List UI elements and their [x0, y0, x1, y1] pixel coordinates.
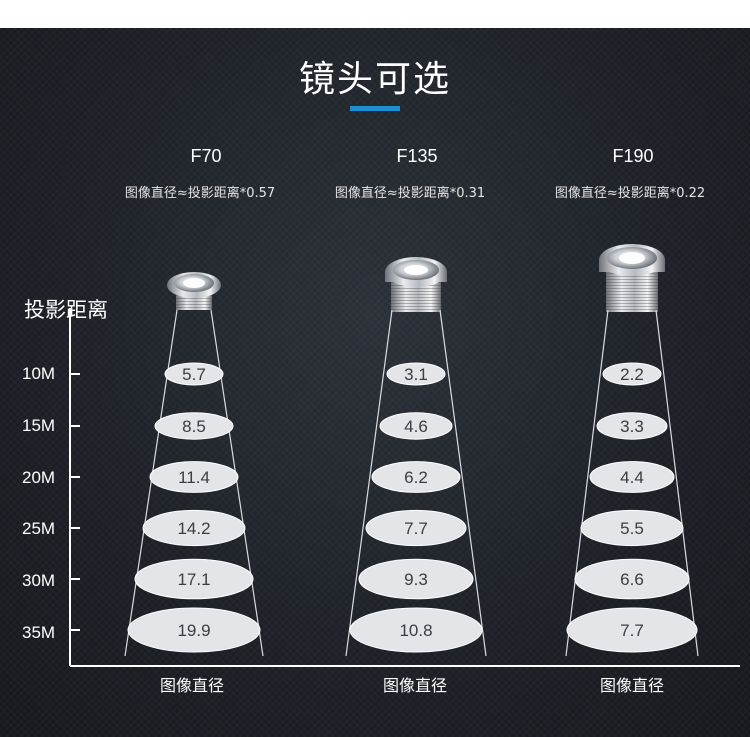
beam-edge-left [124, 309, 178, 657]
diameter-value: 5.5 [620, 519, 644, 538]
diameter-ellipse [127, 607, 261, 653]
formula-f190: 图像直径≈投影距离*0.22 [554, 186, 706, 201]
diameter-value: 5.7 [182, 365, 206, 384]
diameter-ellipse [379, 412, 453, 440]
beam-edge-right [439, 309, 487, 657]
footer-label-f70: 图像直径 [159, 676, 224, 695]
formula-f135: 图像直径≈投影距离*0.31 [334, 186, 486, 201]
diameter-ellipse [371, 461, 461, 493]
diameter-value: 10.8 [399, 621, 432, 640]
formula-f70: 图像直径≈投影距离*0.57 [124, 186, 276, 201]
lens-icon-f135 [385, 257, 447, 312]
lens-name-f70: F70 [190, 146, 222, 166]
diameter-ellipse [164, 362, 224, 386]
beam-f70: 5.7 8.5 11.4 14.2 17.1 19.9 [124, 309, 264, 657]
diameter-ellipse [602, 362, 662, 386]
diameter-value: 19.9 [177, 621, 210, 640]
diameter-ellipse [596, 412, 668, 440]
diameter-ellipse [358, 558, 474, 600]
footer-label-f135: 图像直径 [382, 676, 447, 695]
diameter-value: 6.6 [620, 570, 644, 589]
beam-f190: 2.2 3.3 4.4 5.5 6.6 7.7 [565, 309, 699, 657]
diameter-value: 7.7 [404, 519, 428, 538]
diameter-value: 4.6 [404, 417, 428, 436]
diameter-ellipse [566, 607, 698, 653]
diameter-ellipse [134, 558, 254, 600]
lens-options-panel: 镜头可选 F70 F135 F190 图像直径≈投影距离*0.57 图像直径≈投… [0, 28, 750, 737]
diameter-value: 6.2 [404, 468, 428, 487]
page-title: 镜头可选 [298, 59, 451, 100]
diameter-value: 2.2 [620, 365, 644, 384]
beam-f135: 3.1 4.6 6.2 7.7 9.3 10.8 [345, 309, 487, 657]
diameter-ellipse [386, 362, 446, 386]
beam-edge-right [655, 309, 699, 657]
diameter-value: 7.7 [620, 621, 644, 640]
diameter-ellipse [589, 461, 675, 493]
distance-label-15m: 15M [22, 416, 56, 435]
diameter-value: 3.1 [404, 365, 428, 384]
diameter-ellipse [154, 412, 234, 440]
distance-label-25m: 25M [22, 519, 56, 538]
lens-name-f190: F190 [612, 146, 654, 166]
diameter-ellipse [349, 607, 483, 653]
beam-edge-left [565, 309, 609, 657]
projection-diagram: 5.7 8.5 11.4 14.2 17.1 19.9 3.1 4.6 6.2 7.7 9.3 10.… [69, 244, 740, 667]
diameter-value: 4.4 [620, 468, 644, 487]
diameter-value: 11.4 [178, 468, 210, 487]
distance-label-10m: 10M [22, 364, 56, 383]
diameter-ellipse [365, 509, 467, 547]
y-axis-label: 投影距离 [24, 298, 108, 322]
beam-edge-left [345, 309, 393, 657]
footer-label-f190: 图像直径 [599, 676, 664, 695]
title-underline [350, 106, 400, 111]
lens-icon-f70 [167, 272, 221, 310]
diameter-value: 8.5 [182, 417, 206, 436]
diameter-value: 3.3 [620, 417, 644, 436]
diameter-value: 17.1 [177, 570, 210, 589]
diameter-ellipse [149, 461, 239, 493]
distance-label-30m: 30M [22, 571, 56, 590]
diameter-ellipse [142, 509, 246, 547]
distance-label-20m: 20M [22, 468, 56, 487]
diameter-value: 9.3 [404, 570, 428, 589]
distance-label-35m: 35M [22, 623, 56, 642]
diameter-value: 14.2 [177, 519, 210, 538]
lens-name-f135: F135 [396, 146, 438, 166]
beam-edge-right [210, 309, 264, 657]
diameter-ellipse [574, 558, 690, 600]
diameter-ellipse [580, 509, 684, 547]
lens-icon-f190 [599, 244, 665, 312]
y-axis-ticks [70, 373, 80, 631]
